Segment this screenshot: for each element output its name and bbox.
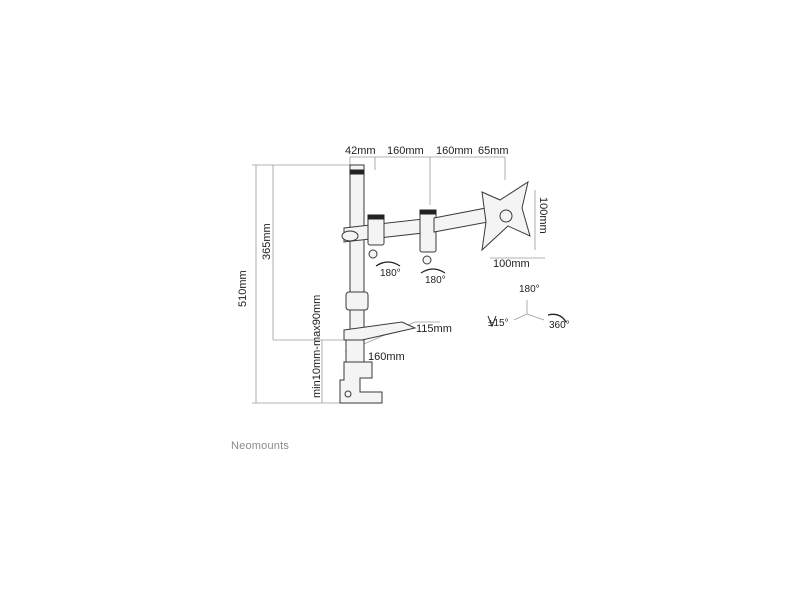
dimension-lines <box>252 156 545 404</box>
dim-total-height: 510mm <box>237 270 249 307</box>
rotation-symbols <box>369 259 576 338</box>
vesa-plate <box>481 180 531 252</box>
rot-swivel: 360° <box>549 320 570 331</box>
brand-label: Neomounts <box>231 440 290 452</box>
dim-arm-top-1: 42mm <box>345 145 376 157</box>
dim-base-depth: 115mm <box>416 323 452 335</box>
dim-arm-top-4: 65mm <box>478 145 509 157</box>
rot-tilt: ±15° <box>488 318 509 329</box>
dim-vesa-width: 100mm <box>493 258 530 270</box>
rot-joint-1: 180° <box>380 268 401 279</box>
dim-clamp-range: min10mm-max90mm <box>311 295 323 398</box>
dim-arm-top-2: 160mm <box>387 145 424 157</box>
rot-joint-2: 180° <box>425 275 446 286</box>
dim-base-width: 160mm <box>368 351 405 363</box>
dim-vesa-height: 100mm <box>537 197 549 234</box>
dim-arm-top-3: 160mm <box>436 145 473 157</box>
dim-arm-height: 365mm <box>261 223 273 260</box>
arm-segments <box>341 207 489 265</box>
rot-head: 180° <box>519 284 540 295</box>
pole <box>345 164 369 331</box>
desk-clamp <box>339 321 417 404</box>
